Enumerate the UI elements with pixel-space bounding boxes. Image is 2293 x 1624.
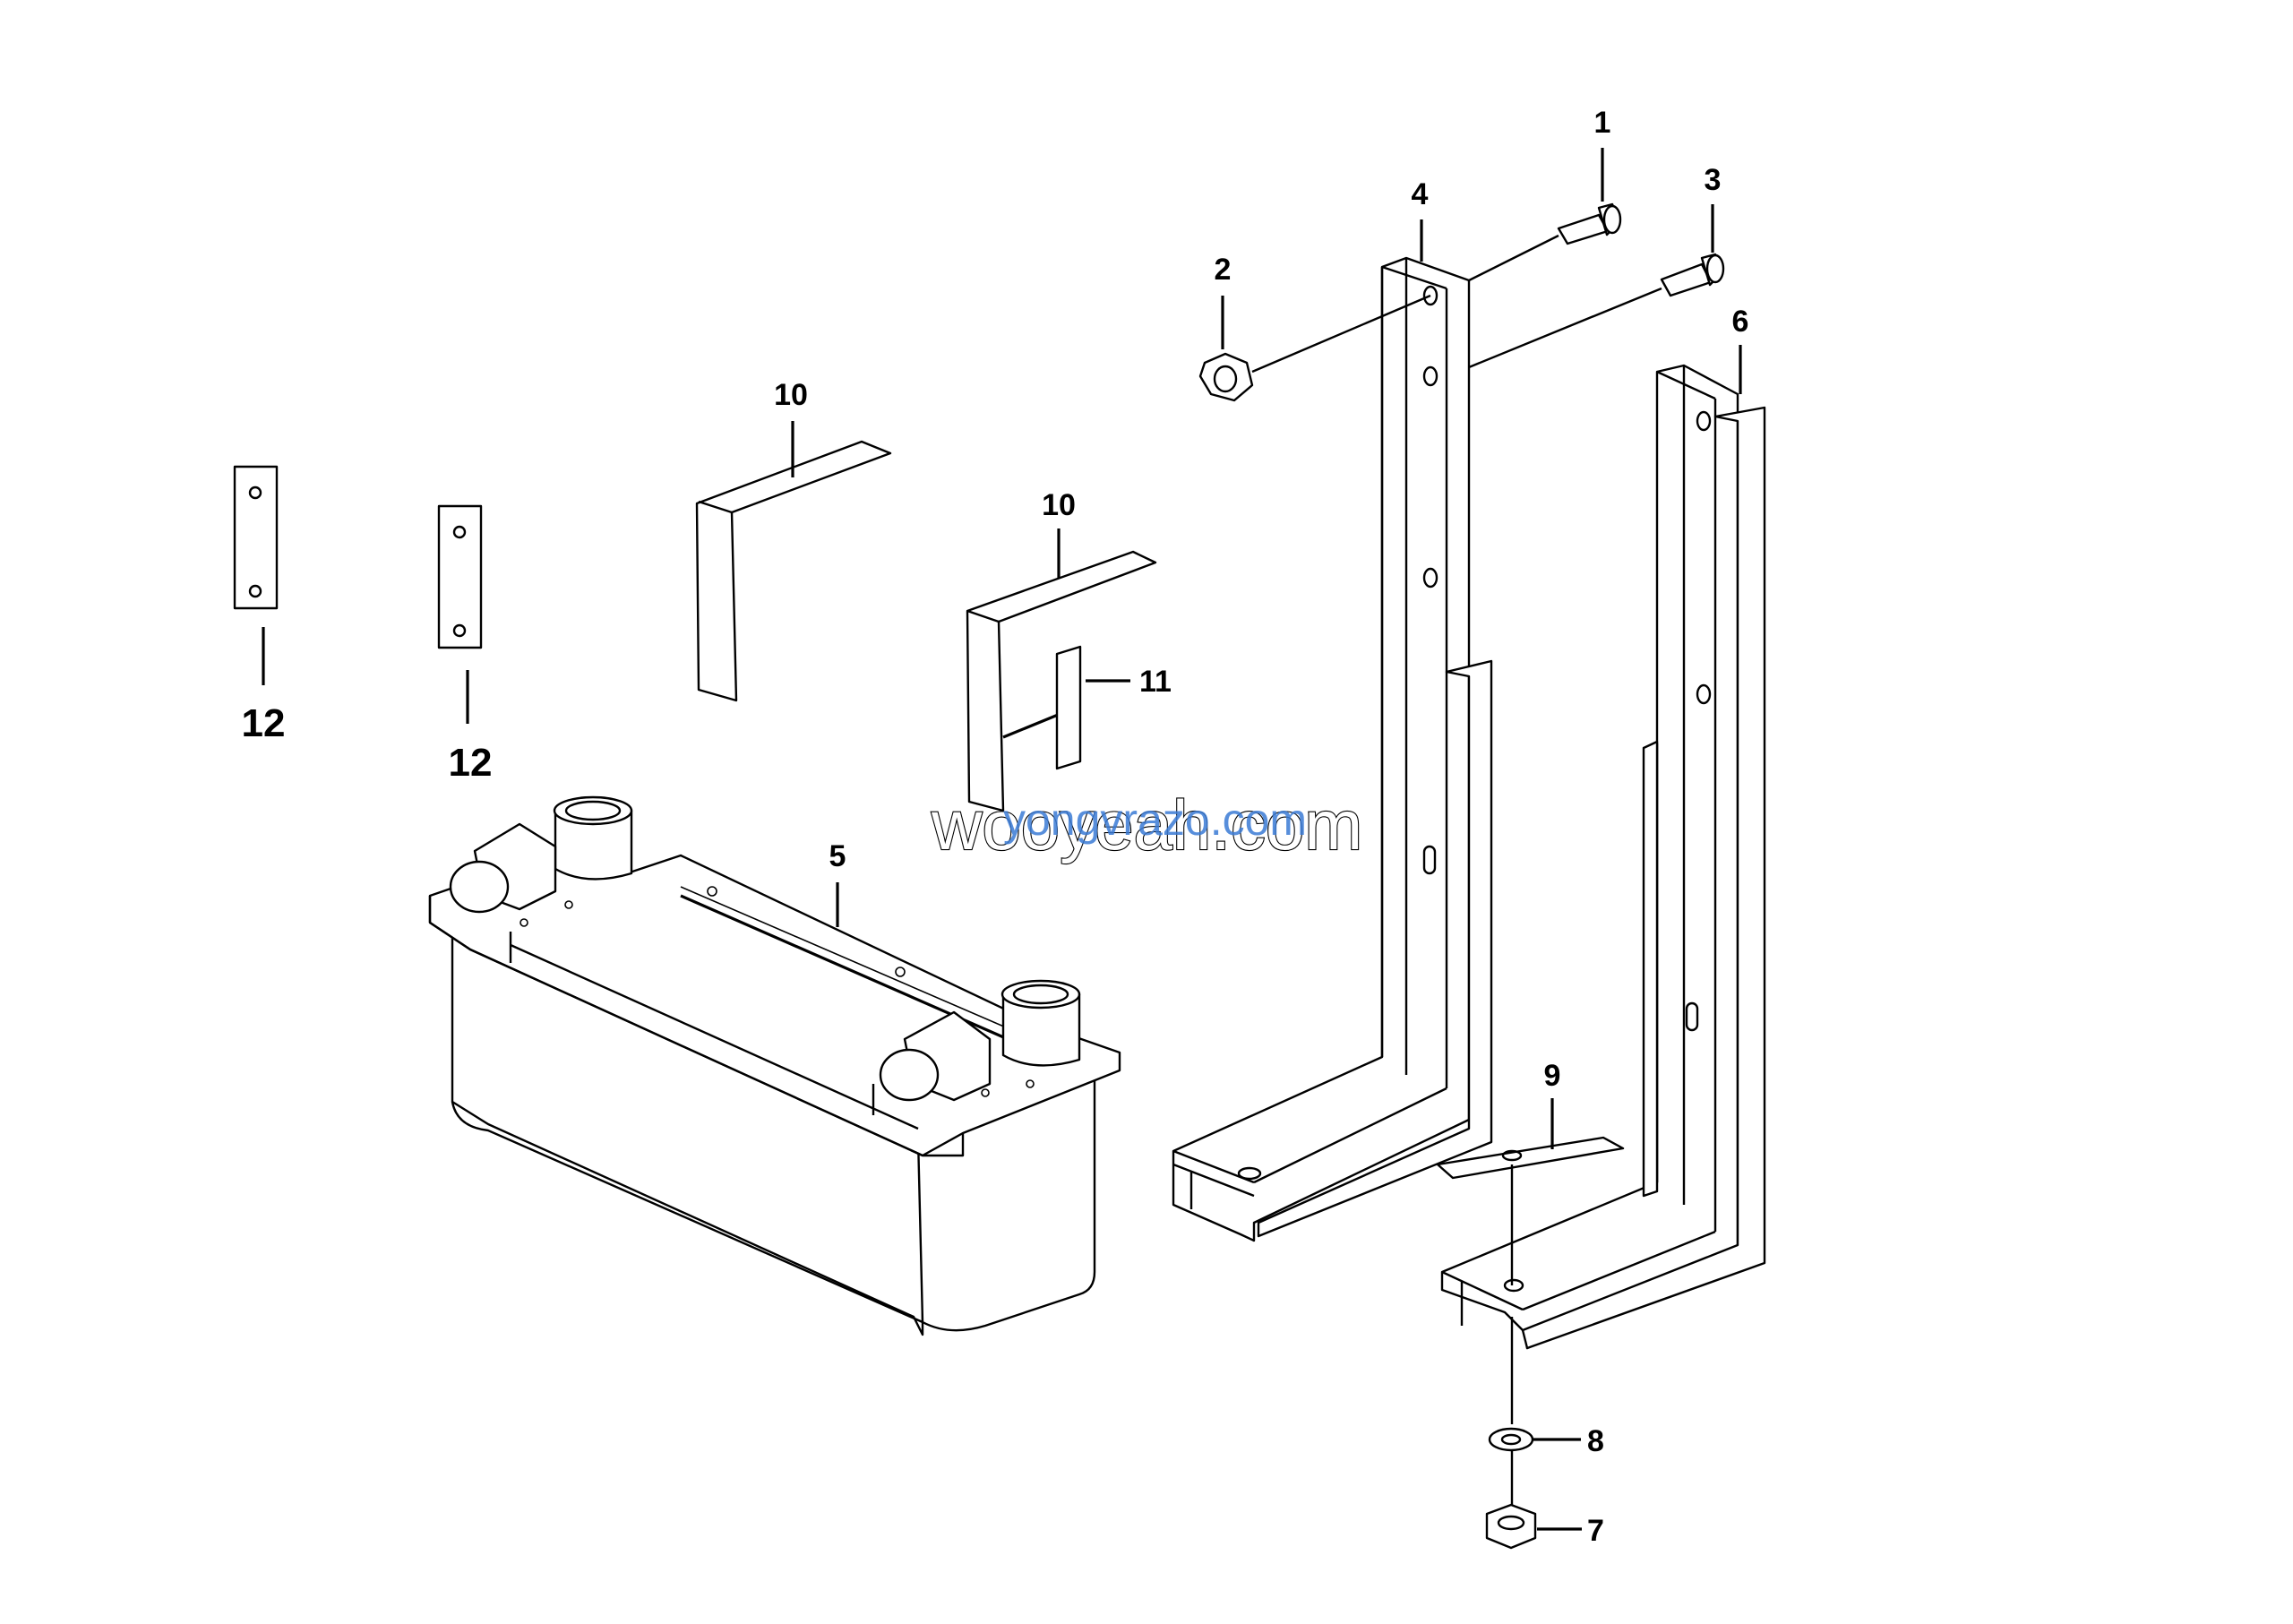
- plate-part-12-left: [233, 465, 279, 685]
- bracket-part-10-upper: [695, 421, 892, 702]
- callout-12-left: 12: [242, 701, 286, 745]
- oil-cooler-part-5: [428, 795, 1121, 1336]
- nut-part-7: [1485, 1503, 1582, 1550]
- callout-9: 9: [1544, 1059, 1561, 1093]
- shim-plate-part-9: [1436, 1098, 1625, 1285]
- callout-1: 1: [1594, 106, 1611, 140]
- callout-10-lower: 10: [1042, 488, 1076, 522]
- plate-part-12-right: [437, 504, 483, 724]
- callout-10-upper: 10: [774, 378, 808, 412]
- callout-6: 6: [1732, 305, 1749, 339]
- callout-3: 3: [1705, 163, 1722, 197]
- callout-5: 5: [829, 839, 846, 873]
- callout-12-right: 12: [449, 741, 493, 785]
- callout-4: 4: [1412, 177, 1429, 211]
- watermark-overlay: yongvrazo.com: [1003, 795, 1307, 845]
- callout-2: 2: [1215, 253, 1232, 287]
- washer-part-8: [1488, 1317, 1581, 1509]
- support-bracket-part-6: [1440, 345, 1766, 1350]
- support-bracket-part-4: [1172, 219, 1493, 1242]
- bolt-part-3: [1468, 204, 1725, 369]
- callout-7: 7: [1587, 1514, 1604, 1548]
- callout-8: 8: [1587, 1424, 1604, 1458]
- nut-part-2: [1198, 294, 1431, 402]
- bracket-part-10-lower: [966, 528, 1157, 812]
- shim-part-11: [1055, 645, 1130, 770]
- watermark-main: wooyeah.com: [931, 786, 1362, 864]
- bolt-part-1: [1468, 148, 1622, 282]
- callout-11: 11: [1139, 665, 1172, 699]
